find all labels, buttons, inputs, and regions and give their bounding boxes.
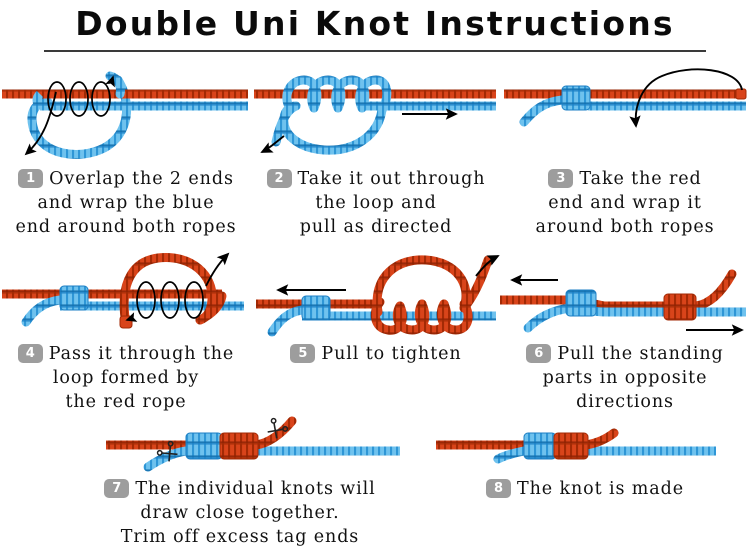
- step-7-line-3: Trim off excess tag ends: [120, 527, 360, 547]
- step-4-caption: 4 Pass it through the loop formed by the …: [0, 342, 252, 414]
- step-2-line-3: pull as directed: [299, 217, 453, 237]
- step-2-badge: 2: [266, 169, 292, 188]
- page-title-container: Double Uni Knot Instructions: [0, 4, 750, 44]
- step-3-badge: 3: [548, 169, 574, 188]
- step-6-line-3: directions: [576, 392, 674, 412]
- step-5-line-1: Pull to tighten: [321, 344, 462, 364]
- step-6-line-1: Pull the standing: [557, 344, 724, 364]
- step-4-figure: [0, 250, 252, 342]
- step-4-line-3: the red rope: [65, 392, 187, 412]
- step-3-line-2: end and wrap it: [548, 193, 702, 213]
- step-3-caption: 3 Take the red end and wrap it around bot…: [500, 167, 750, 239]
- step-1: 1 Overlap the 2 ends and wrap the blue en…: [0, 62, 252, 239]
- step-8-caption: 8 The knot is made: [420, 477, 750, 501]
- step-7-caption: 7 The individual knots will draw close to…: [60, 477, 420, 549]
- step-5: 5 Pull to tighten: [250, 250, 502, 366]
- step-8-badge: 8: [486, 479, 511, 498]
- step-7-badge: 7: [104, 479, 130, 498]
- step-1-line-2: and wrap the blue: [37, 193, 215, 213]
- step-7-line-2: draw close together.: [140, 503, 340, 523]
- step-1-line-3: end around both ropes: [15, 217, 237, 237]
- page-title: Double Uni Knot Instructions: [75, 4, 675, 43]
- step-4-line-1: Pass it through the: [48, 344, 235, 364]
- title-divider: [44, 50, 706, 52]
- blue-knot-block: [561, 85, 591, 111]
- step-8-line-1: The knot is made: [517, 479, 684, 499]
- step-6-badge: 6: [526, 344, 552, 363]
- step-5-badge: 5: [290, 344, 316, 363]
- step-6: 6 Pull the standing parts in opposite dir…: [500, 250, 750, 414]
- step-8: 8 The knot is made: [420, 415, 750, 501]
- scissors-icon-blue: [156, 440, 178, 462]
- step-4-badge: 4: [17, 344, 43, 363]
- step-6-caption: 6 Pull the standing parts in opposite dir…: [500, 342, 750, 414]
- step-4: 4 Pass it through the loop formed by the …: [0, 250, 252, 414]
- step-2-caption: 2 Take it out through the loop and pull a…: [250, 167, 502, 239]
- step-7: 7 The individual knots will draw close to…: [60, 415, 420, 549]
- scissors-icon-red: [267, 417, 289, 439]
- step-1-badge: 1: [18, 169, 44, 188]
- step-2-figure: [250, 62, 502, 167]
- step-3-line-3: around both ropes: [535, 217, 715, 237]
- step-7-line-1: The individual knots will: [135, 479, 376, 499]
- step-6-line-2: parts in opposite: [542, 368, 708, 388]
- step-8-figure: [420, 415, 750, 477]
- step-6-figure: [500, 250, 750, 342]
- step-7-figure: [60, 415, 420, 477]
- step-1-figure: [0, 62, 252, 167]
- step-1-line-1: Overlap the 2 ends: [49, 169, 234, 189]
- step-1-caption: 1 Overlap the 2 ends and wrap the blue en…: [0, 167, 252, 239]
- step-5-caption: 5 Pull to tighten: [250, 342, 502, 366]
- step-3-figure: [500, 62, 750, 167]
- step-3-line-1: Take the red: [579, 169, 702, 189]
- step-2-line-2: the loop and: [315, 193, 437, 213]
- step-5-figure: [250, 250, 502, 342]
- step-3: 3 Take the red end and wrap it around bot…: [500, 62, 750, 239]
- step-4-line-2: loop formed by: [52, 368, 200, 388]
- step-2: 2 Take it out through the loop and pull a…: [250, 62, 502, 239]
- step-2-line-1: Take it out through: [297, 169, 486, 189]
